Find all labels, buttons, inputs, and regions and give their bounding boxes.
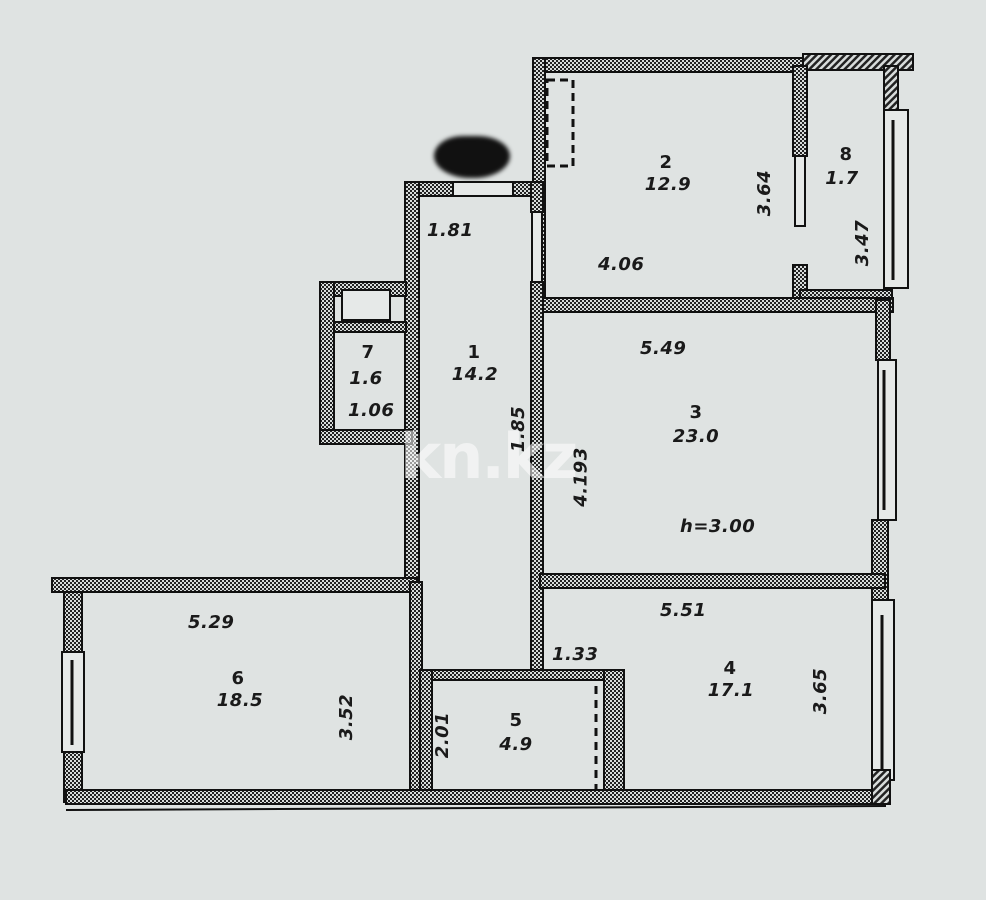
room-5-number: 5 [509, 710, 523, 731]
room-6-number: 6 [231, 668, 245, 689]
room-6-dim-width: 5.29 [188, 612, 235, 633]
room-1-dim-width: 1.81 [427, 220, 474, 241]
wall-r3-right-top [875, 299, 891, 361]
room-8-dim-length: 3.47 [852, 219, 874, 267]
wall-r7-mid [333, 321, 407, 333]
wall-r2-r3 [532, 297, 894, 313]
wall-r3-r4 [539, 573, 886, 589]
closet-r2 [545, 78, 575, 168]
room-4-area: 17.1 [707, 680, 755, 701]
room-8-area: 1.7 [825, 168, 859, 189]
room-4-number: 4 [723, 658, 737, 679]
wall-r2-r8 [792, 65, 808, 157]
wall-r1-left [404, 181, 420, 583]
room-1-number: 1 [467, 342, 481, 363]
wall-r4-right-bottom [871, 769, 891, 805]
wall-r8-right [883, 65, 899, 111]
window-r2-r8 [794, 155, 806, 227]
window-r8 [883, 109, 909, 289]
room-1-dim-length: 1.85 [508, 405, 530, 453]
redaction-blot [434, 136, 510, 178]
walls [51, 53, 914, 811]
room-3-dim-height: 4.193 [570, 447, 592, 507]
room-3-number: 3 [689, 402, 703, 423]
room-2-dim-width: 4.06 [598, 254, 645, 275]
wall-r6-top [51, 577, 418, 593]
wall-r7-left [319, 281, 335, 443]
room-6-dim-height: 3.52 [336, 693, 358, 741]
room-7-area: 1.6 [349, 368, 383, 389]
room-6-area: 18.5 [216, 690, 264, 711]
wall-r7-bottom [319, 429, 413, 445]
room-8-number: 8 [839, 144, 853, 165]
room-4-dim-niche: 1.33 [552, 644, 599, 665]
room-4-dim-height: 3.65 [810, 667, 832, 715]
wall-top-r2 [532, 57, 804, 73]
room-5-area: 4.9 [499, 734, 533, 755]
room-1-area: 14.2 [451, 364, 499, 385]
room-2-number: 2 [659, 152, 673, 173]
door-r1-top [452, 181, 514, 197]
wall-r5-left [419, 669, 433, 801]
room-7-dim-width: 1.06 [348, 400, 395, 421]
door-r1-r2 [531, 211, 543, 283]
watermark: kn.kz [400, 420, 578, 493]
wall-r5-top [419, 669, 613, 681]
fixture-r7 [341, 289, 391, 321]
ceiling-height: h=3.00 [680, 516, 756, 537]
wall-r5-right [603, 669, 625, 801]
room-4-dim-width: 5.51 [660, 600, 707, 621]
wall-r6-left-top [63, 591, 83, 653]
room-2-dim-height: 3.64 [754, 169, 776, 217]
room-5-dim-height: 2.01 [432, 711, 454, 759]
room-3-area: 23.0 [672, 426, 720, 447]
room-2-area: 12.9 [644, 174, 692, 195]
window-r3 [877, 359, 897, 521]
room-7-number: 7 [361, 342, 375, 363]
wall-bottom [65, 789, 887, 805]
wall-r1-right-top [530, 181, 544, 213]
room-3-dim-width: 5.49 [640, 338, 687, 359]
